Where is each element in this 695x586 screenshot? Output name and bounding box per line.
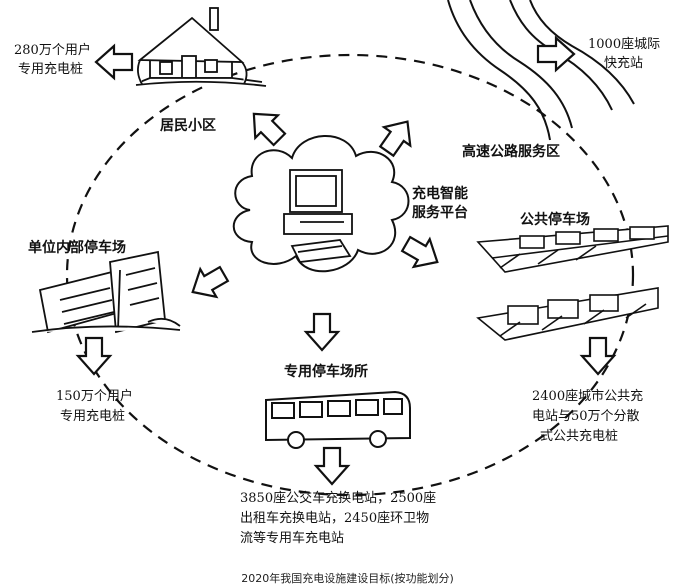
- public-parking-upper-lot: [476, 225, 669, 273]
- arrow-to-residential: [241, 101, 292, 152]
- dedicated-parking-label: 专用停车场所: [284, 364, 368, 380]
- arrow-dedicated-parking-target: [314, 446, 350, 486]
- arrow-to-workplace: [183, 259, 233, 307]
- residential-target-line1: 280万个用户: [14, 43, 91, 58]
- arrow-workplace-target: [76, 336, 112, 376]
- arrow-public-parking-target: [580, 336, 616, 376]
- workplace-target-line1: 150万个用户: [56, 389, 133, 404]
- bus-illustration: [265, 390, 411, 449]
- residential-label: 居民小区: [160, 118, 216, 134]
- office-buildings-illustration: [31, 250, 181, 334]
- public-parking-target-line3: 式公共充电桩: [540, 429, 619, 444]
- center-label-line2: 服务平台: [412, 205, 468, 221]
- public-parking-target-line2: 电站与50万个分散: [532, 409, 640, 424]
- highway-target-line1: 1000座城际: [588, 37, 661, 52]
- dedicated-parking-target-line1: 3850座公交车充换电站，2500座: [240, 491, 437, 506]
- residential-target-line2: 专用充电桩: [18, 62, 84, 77]
- figure-caption: 2020年我国充电设施建设目标(按功能划分): [241, 572, 454, 585]
- dedicated-parking-target-line3: 流等专用车充电站: [240, 531, 345, 546]
- highway-label: 高速公路服务区: [462, 144, 560, 160]
- arrow-to-dedicated-parking: [304, 312, 340, 352]
- highway-target-line2: 快充站: [604, 56, 644, 71]
- arrow-to-public-parking: [397, 229, 447, 277]
- dashed-cycle-ring: [65, 53, 635, 497]
- computer-icon: [283, 169, 353, 263]
- workplace-label: 单位内部停车场: [28, 240, 126, 256]
- public-parking-target-line1: 2400座城市公共充: [532, 389, 644, 404]
- arrow-residential-target: [94, 44, 134, 80]
- dedicated-parking-target-line2: 出租车充换电站，2450座环卫物: [240, 511, 430, 526]
- center-label-line1: 充电智能: [412, 186, 468, 202]
- public-parking-label: 公共停车场: [520, 212, 590, 228]
- public-parking-lower-lot: [476, 287, 659, 341]
- highway-road-illustration: [447, 0, 635, 141]
- workplace-target-line2: 专用充电桩: [60, 409, 126, 424]
- house-illustration: [135, 7, 267, 87]
